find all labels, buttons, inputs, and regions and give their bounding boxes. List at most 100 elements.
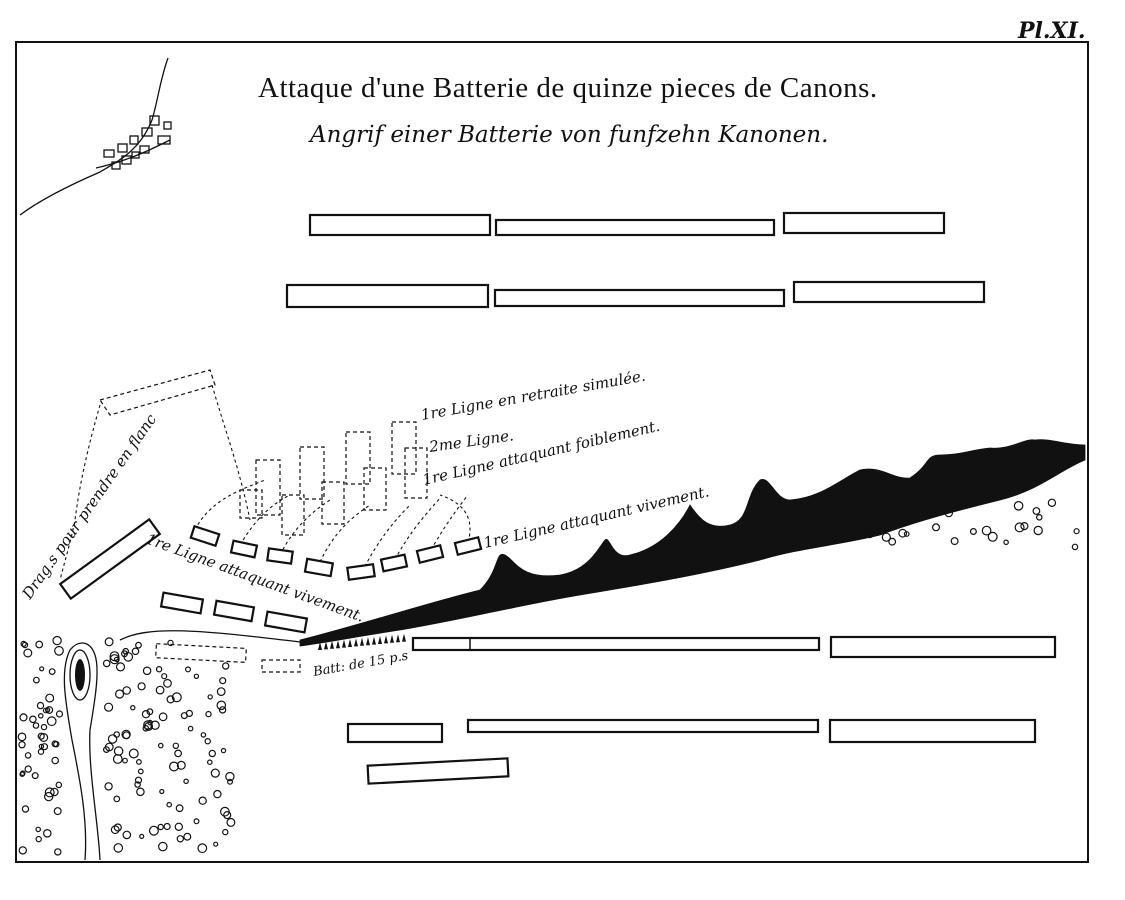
bottom-unit [829, 635, 1057, 659]
tree-mark [39, 732, 49, 742]
tree-mark [102, 659, 111, 668]
tree-mark [227, 778, 234, 785]
tree-mark [223, 810, 232, 820]
top-unit [782, 211, 946, 235]
tree-mark [158, 742, 164, 749]
tree-mark [931, 523, 940, 532]
tree-mark [969, 527, 977, 535]
tree-mark [1071, 543, 1079, 551]
stream [63, 642, 101, 861]
tree-mark [113, 823, 122, 832]
tree-mark [29, 715, 37, 724]
tree-mark [944, 508, 954, 518]
tree-mark [198, 796, 207, 805]
tree-mark [881, 507, 889, 515]
tree-mark [1003, 539, 1009, 546]
tree-mark [183, 832, 192, 841]
tree-mark [122, 830, 132, 840]
tree-mark [37, 712, 44, 719]
tree-mark [1032, 507, 1041, 515]
tree-mark [213, 841, 219, 847]
tree-mark [55, 781, 63, 789]
tree-mark [221, 662, 230, 670]
tree-mark [163, 678, 172, 688]
cannon-mark [378, 636, 382, 644]
tree-mark [137, 682, 146, 691]
tree-mark [939, 484, 947, 492]
cannon-mark [372, 636, 376, 645]
tree-mark [176, 835, 184, 843]
dragoons-unit [58, 517, 162, 601]
tree-mark [176, 760, 186, 770]
tree-mark [169, 761, 180, 772]
ridge [119, 439, 1086, 647]
tree-mark [216, 700, 227, 711]
tree-mark [134, 781, 141, 788]
reserve-unit [366, 757, 510, 785]
tree-mark [113, 746, 124, 756]
tree-mark [174, 822, 183, 832]
map-frame [15, 41, 1089, 863]
cannon-mark [360, 637, 364, 646]
tree-mark [1014, 522, 1025, 533]
tree-mark [219, 806, 230, 817]
tree-mark [45, 706, 54, 714]
tree-mark [48, 668, 56, 675]
tree-mark [44, 787, 55, 798]
tree-mark [155, 685, 165, 695]
tree-mark [40, 743, 49, 751]
tree-mark [19, 770, 26, 777]
cannon-mark [318, 642, 322, 650]
label-battery: Batt: de 15 p.s [311, 648, 410, 680]
tree-mark [17, 732, 27, 742]
tree-mark [42, 828, 52, 838]
tree-mark [131, 647, 140, 656]
tree-mark [197, 843, 208, 854]
cannon-mark [402, 633, 406, 642]
bottom-unit [411, 636, 821, 652]
tree-mark [110, 825, 120, 835]
tree-mark [218, 706, 227, 714]
tree-mark [208, 749, 216, 758]
tree-mark [122, 731, 131, 740]
tree-mark [929, 510, 935, 517]
tree-mark [950, 537, 959, 546]
tree-mark [135, 759, 142, 765]
tree-mark [220, 747, 227, 754]
label-ligne1-foiblement: 1re Ligne attaquant foiblement. [421, 417, 662, 489]
tree-mark [207, 759, 213, 766]
tree-mark [987, 531, 998, 542]
tree-mark [158, 712, 168, 722]
tree-mark [155, 666, 163, 673]
tree-mark [1020, 521, 1029, 531]
tree-mark [864, 527, 875, 539]
bottom-unit [346, 722, 444, 744]
tree-mark [225, 771, 235, 782]
tree-mark [143, 720, 153, 730]
tree-mark [193, 818, 200, 825]
bottom-unit [466, 718, 820, 734]
tree-mark [136, 787, 145, 797]
tree-mark [45, 693, 55, 703]
label-ligne2: 2me Ligne. [427, 426, 515, 456]
tree-mark [213, 789, 222, 799]
tree-mark [204, 738, 211, 745]
cannon-mark [324, 641, 328, 650]
tree-mark [112, 754, 123, 764]
tree-mark [1036, 513, 1043, 521]
tree-mark [107, 734, 118, 744]
tree-mark [54, 645, 64, 656]
tree-mark [166, 695, 175, 704]
tree-mark [981, 525, 992, 536]
tree-mark [200, 732, 207, 738]
tree-mark [924, 495, 935, 505]
cannon-mark [366, 637, 370, 646]
tree-mark [103, 702, 114, 712]
tree-mark [35, 835, 42, 843]
tree-mark [869, 529, 877, 537]
tree-mark [144, 721, 154, 731]
road-village [19, 57, 172, 216]
enemy-lines-top [285, 211, 986, 309]
tree-mark [35, 640, 44, 649]
bottom-unit [828, 718, 1037, 744]
